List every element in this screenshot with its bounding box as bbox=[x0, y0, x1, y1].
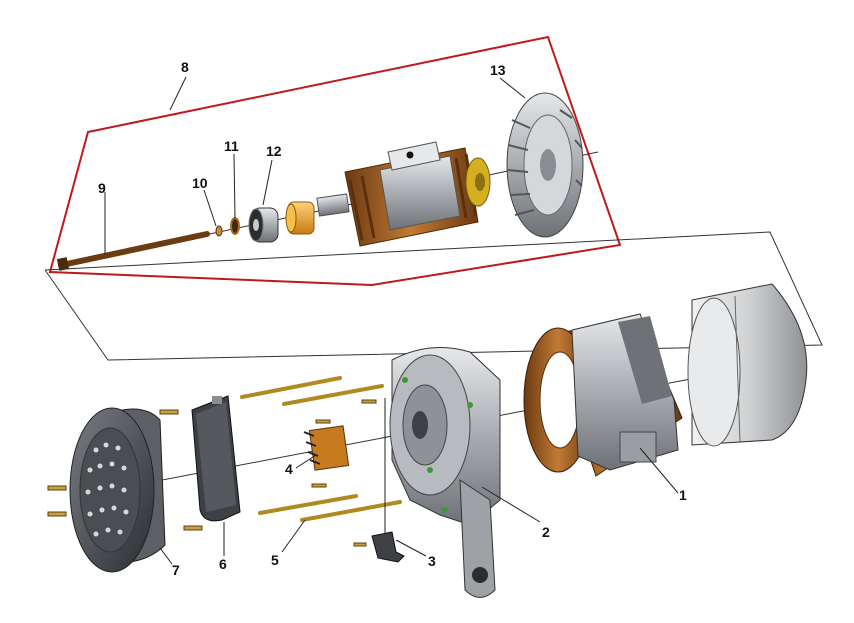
washer bbox=[215, 225, 223, 237]
callout-3: 3 bbox=[428, 553, 436, 569]
callout-13: 13 bbox=[490, 62, 506, 78]
assembly-plane bbox=[44, 231, 823, 361]
callout-7: 7 bbox=[172, 562, 180, 578]
callout-11: 11 bbox=[224, 138, 239, 154]
cover-screws bbox=[47, 409, 203, 531]
front-housing bbox=[389, 347, 501, 598]
callout-1: 1 bbox=[679, 487, 687, 503]
callout-6: 6 bbox=[219, 556, 227, 572]
brush-holder-cover bbox=[191, 395, 241, 522]
bearing-sleeve bbox=[285, 201, 315, 235]
callout-9: 9 bbox=[98, 180, 106, 196]
rotor-shaft bbox=[316, 193, 350, 217]
small-screws bbox=[311, 399, 377, 547]
leader-lines bbox=[104, 76, 679, 565]
spring-washer bbox=[230, 217, 240, 235]
cooling-fan bbox=[506, 92, 584, 238]
rotor-group-outline bbox=[48, 35, 622, 287]
tie-bolts bbox=[240, 376, 402, 522]
callout-10: 10 bbox=[192, 175, 208, 191]
voltage-regulator bbox=[303, 425, 350, 471]
stator bbox=[523, 313, 683, 477]
callout-12: 12 bbox=[266, 143, 282, 159]
callout-5: 5 bbox=[271, 552, 279, 568]
callout-2: 2 bbox=[542, 524, 550, 540]
bearing bbox=[248, 207, 279, 243]
rotor bbox=[344, 141, 491, 247]
through-bolt bbox=[56, 231, 210, 271]
sensor-bracket bbox=[371, 398, 405, 563]
stator-housing bbox=[687, 283, 808, 447]
callout-4: 4 bbox=[285, 461, 293, 477]
end-cover bbox=[69, 407, 166, 573]
callout-8: 8 bbox=[181, 59, 189, 75]
